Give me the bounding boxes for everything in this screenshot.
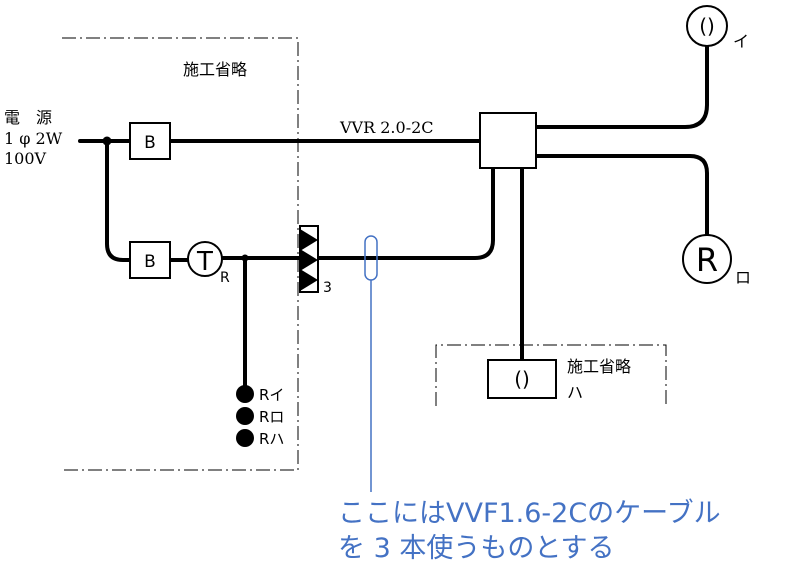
omit-area-main-label: 施工省略 (183, 60, 247, 79)
svg-text:B: B (144, 252, 156, 272)
junction-box (479, 112, 537, 169)
remote-switch-label-2: Rロ (259, 408, 284, 426)
remote-relay: 3 (299, 225, 332, 296)
remote-switch-dot-1 (236, 385, 254, 403)
remote-switches: Rイ Rロ Rハ (236, 385, 284, 448)
remote-switch-label-3: Rハ (259, 430, 284, 448)
svg-text:(): () (514, 367, 530, 391)
wire-source-branch (105, 139, 132, 262)
cable-label: VVR 2.0-2C (339, 118, 434, 137)
source-label-line2: 1 φ 2W (4, 129, 63, 148)
svg-text:ロ: ロ (735, 268, 751, 287)
wire-to-lamp-i (534, 43, 709, 129)
source-label-line1: 電 源 (4, 108, 52, 127)
svg-text:(): () (699, 14, 715, 38)
remote-switch-dot-2 (236, 407, 254, 425)
annotation-line1: ここにはVVF1.6-2Cのケーブル (338, 498, 721, 529)
svg-text:R: R (220, 270, 230, 286)
omit-area-sub-border (435, 344, 667, 406)
junction-dot-timer (241, 254, 249, 262)
annotation-line2: を 3 本使うものとする (338, 533, 615, 564)
svg-text:3: 3 (323, 280, 332, 296)
svg-text:B: B (144, 133, 156, 153)
lamp-ha: () ハ (487, 359, 583, 402)
breaker-upper: B (129, 122, 171, 160)
lamp-i: () イ (686, 5, 749, 51)
svg-text:T: T (196, 247, 213, 277)
breaker-lower: B (129, 241, 171, 279)
svg-text:R: R (696, 241, 718, 279)
omit-area-main-border (62, 37, 299, 471)
lamp-ro: R ロ (682, 234, 751, 287)
wire-to-lamp-ro (534, 154, 709, 238)
svg-text:ハ: ハ (567, 383, 583, 402)
remote-switch-dot-3 (236, 429, 254, 447)
svg-text:イ: イ (733, 32, 749, 51)
junction-dot-source (102, 136, 112, 146)
remote-switch-label-1: Rイ (259, 386, 284, 404)
omit-area-sub-label: 施工省略 (567, 357, 631, 376)
wire-relay-to-box (317, 166, 495, 260)
remote-transformer: T R (187, 241, 230, 286)
source-label-line3: 100V (4, 149, 47, 168)
